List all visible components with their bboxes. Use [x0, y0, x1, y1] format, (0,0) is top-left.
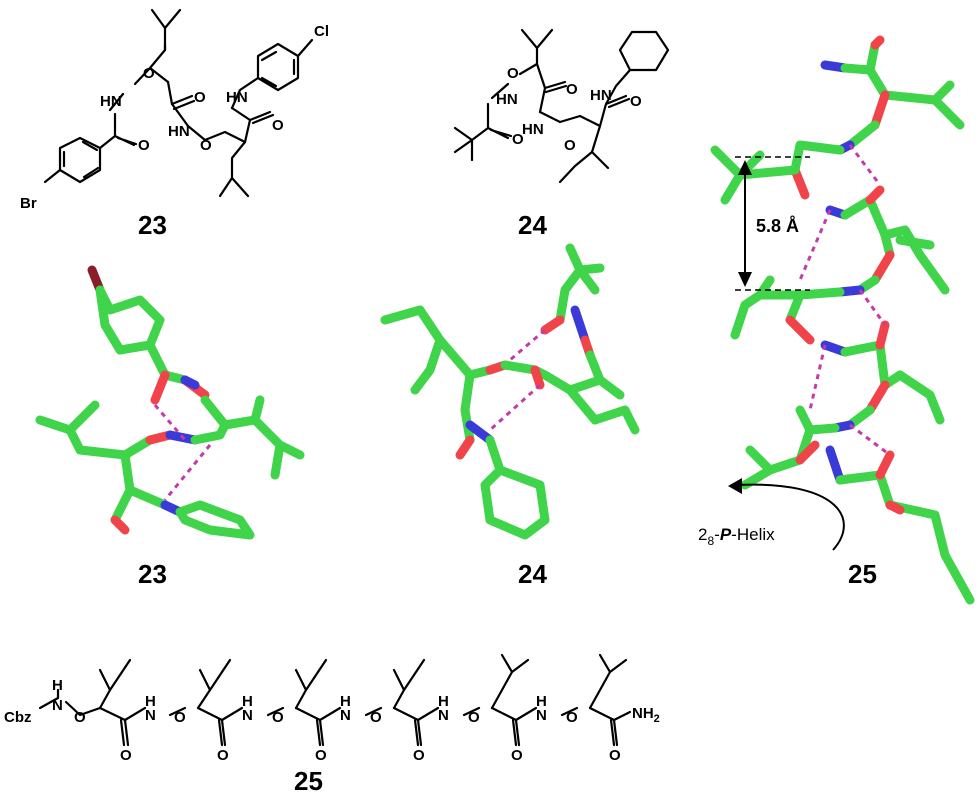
model-23-3d: 23: [35, 265, 305, 589]
atom-o-25b: O: [120, 747, 132, 764]
atom-h-25b: H: [145, 693, 156, 710]
model-24-3d: 24: [380, 243, 640, 589]
atom-o-23b: O: [194, 89, 206, 106]
atom-o-25k: O: [566, 709, 578, 726]
label-25-bottom: 25: [294, 766, 323, 796]
helix-p: P: [720, 525, 732, 544]
atom-o-23a: O: [143, 65, 155, 82]
atom-o-24c: O: [512, 131, 524, 148]
arrowhead-up: [738, 160, 752, 175]
atom-o-25g: O: [370, 709, 382, 726]
atom-h-25d: H: [340, 693, 351, 710]
helix-arrow: [734, 483, 845, 551]
atom-o-23c: O: [138, 137, 150, 154]
atom-n-25d: N: [340, 707, 351, 724]
structure-24-2d: HN O O O HN O O HN 24: [453, 28, 670, 240]
helix-label: 28-P-Helix: [698, 525, 775, 548]
helix-arrowhead: [728, 478, 742, 494]
atom-h-25e: H: [438, 693, 449, 710]
helix-sep: -: [714, 525, 720, 544]
helix-prefix: 2: [698, 525, 707, 544]
atom-h-25c: H: [242, 693, 253, 710]
atom-o-25j: O: [511, 747, 523, 764]
atom-h-25: H: [52, 677, 63, 694]
atom-h-25f: H: [536, 693, 547, 710]
atom-o-24b: O: [566, 81, 578, 98]
atom-nh2-main: NH: [632, 705, 654, 722]
atom-o-25c: O: [174, 709, 186, 726]
atom-o-24a: O: [507, 65, 519, 82]
atom-nh-24: HN: [590, 87, 612, 104]
atom-hn-23a: HN: [100, 93, 122, 110]
label-24-top: 24: [518, 210, 547, 240]
atom-n-25e: N: [438, 707, 449, 724]
label-25-3d: 25: [848, 559, 877, 589]
atom-o-25h: O: [413, 747, 425, 764]
helix-subscript: 8: [707, 534, 714, 548]
atom-o-25i: O: [468, 709, 480, 726]
arrowhead-down: [738, 272, 752, 287]
atom-o-23d: O: [200, 137, 212, 154]
atom-o-23e: O: [272, 117, 284, 134]
atom-cbz: Cbz: [4, 709, 32, 726]
atom-hn-24b: HN: [522, 121, 544, 138]
structure-23-2d: Cl Br HN O O O HN O O HN 23: [20, 8, 329, 240]
atom-n-25f: N: [536, 707, 547, 724]
atom-n-25b: N: [145, 707, 156, 724]
atom-cl: Cl: [314, 23, 329, 40]
atom-n-25: N: [52, 697, 63, 714]
atom-hn-24a: HN: [496, 91, 518, 108]
label-23-top: 23: [138, 210, 167, 240]
model-25-helix: 5.8 Å 28-P-Helix 25: [698, 35, 975, 605]
atom-o-25e: O: [272, 709, 284, 726]
atom-nh2-sub: 2: [654, 713, 660, 725]
atom-o-25f: O: [315, 747, 327, 764]
atom-o-25l: O: [609, 747, 621, 764]
helix-suffix: -Helix: [731, 525, 775, 544]
atom-o-24d: O: [564, 137, 576, 154]
atom-br-23: Br: [20, 195, 37, 212]
label-24-3d: 24: [518, 559, 547, 589]
label-23-3d: 23: [138, 559, 167, 589]
structure-25-2d: Cbz H N O O H N O O H N O O H N O O H N …: [4, 653, 660, 796]
atom-o-24e: O: [630, 93, 642, 110]
atom-n-25c: N: [242, 707, 253, 724]
atom-hn-23b: HN: [168, 123, 190, 140]
atom-o-25a: O: [74, 709, 86, 726]
atom-nh2: NH2: [632, 705, 660, 725]
atom-o-25d: O: [217, 747, 229, 764]
atom-nh-23: HN: [226, 89, 248, 106]
distance-label: 5.8 Å: [756, 216, 799, 236]
